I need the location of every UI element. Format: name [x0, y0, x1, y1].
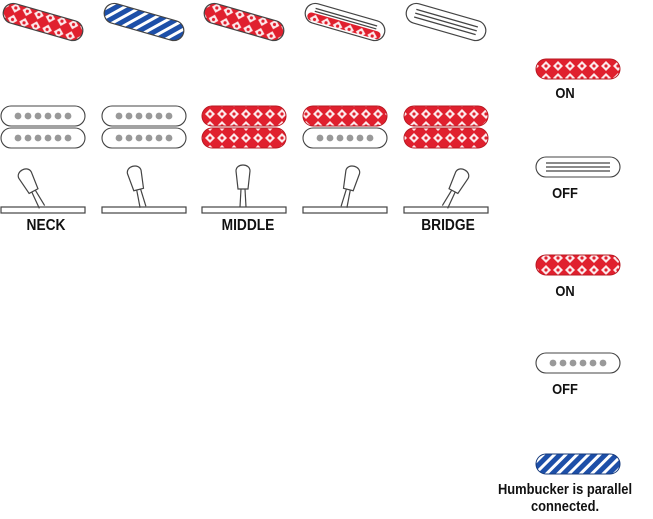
legend-label-hum-off: OFF	[552, 381, 578, 398]
position-3-switch-lever	[201, 164, 287, 214]
position-2-humbucker-lower-coil	[101, 127, 187, 149]
position-1-humbucker-upper-coil	[0, 105, 86, 127]
position-1-switch-lever	[0, 168, 86, 214]
position-5-single-coil	[405, 2, 487, 42]
position-4-humbucker-upper-coil	[302, 105, 388, 127]
position-label-middle: MIDDLE	[221, 217, 275, 234]
position-3-humbucker-lower-coil	[201, 127, 287, 149]
position-5-switch-lever	[403, 168, 489, 214]
legend-single-coil-on	[535, 58, 621, 80]
legend-humbucker-coil-off	[535, 352, 621, 374]
legend-label-single-off: OFF	[552, 185, 578, 202]
position-4-switch-lever	[302, 165, 388, 214]
position-2-single-coil	[103, 2, 185, 42]
position-1-humbucker-lower-coil	[0, 127, 86, 149]
position-2-switch-lever	[101, 165, 187, 214]
legend-label-single-on: ON	[555, 85, 575, 102]
legend-label-parallel: Humbucker is parallel connected.	[497, 481, 633, 515]
legend-single-coil-off	[535, 156, 621, 178]
position-1-single-coil	[2, 2, 84, 42]
position-4-single-coil	[304, 2, 386, 42]
position-5-humbucker-upper-coil	[403, 105, 489, 127]
position-3-humbucker-upper-coil	[201, 105, 287, 127]
position-label-bridge: BRIDGE	[421, 217, 475, 234]
legend-label-hum-on: ON	[555, 283, 575, 300]
position-3-single-coil	[203, 2, 285, 42]
position-5-humbucker-lower-coil	[403, 127, 489, 149]
legend-humbucker-parallel	[535, 453, 621, 475]
position-label-neck: NECK	[26, 217, 66, 234]
legend-humbucker-coil-on	[535, 254, 621, 276]
position-4-humbucker-lower-coil	[302, 127, 388, 149]
position-2-humbucker-upper-coil	[101, 105, 187, 127]
